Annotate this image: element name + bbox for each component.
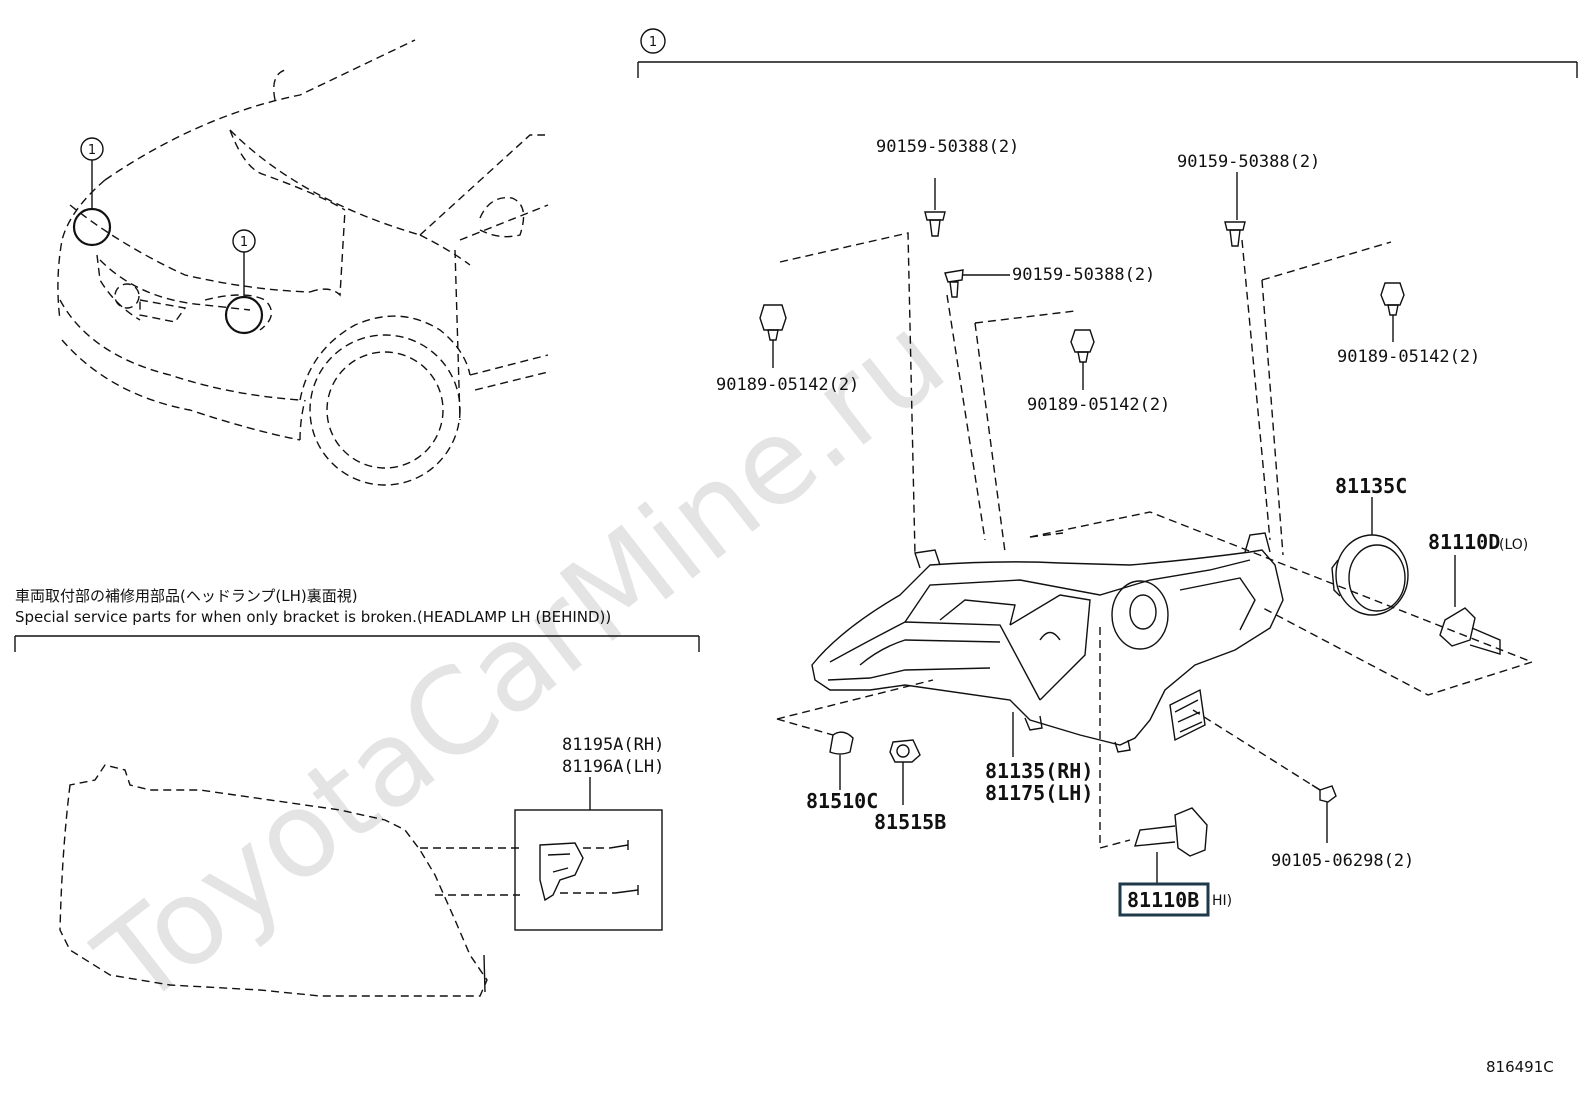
assembly-bracket: 1: [637, 28, 1578, 78]
part-label-cap[interactable]: 81135C: [1335, 474, 1407, 498]
part-label-lamp-lh[interactable]: 81175(LH): [985, 781, 1093, 805]
bulb-icon: [1134, 807, 1208, 884]
part-label-clip-right[interactable]: 90189-05142(2): [1337, 347, 1480, 367]
screw-icon: [1311, 784, 1337, 843]
vehicle-front-illustration: 1 1: [57, 39, 549, 486]
bracket-lh-label[interactable]: 81196A(LH): [562, 757, 664, 777]
part-label-screw-bottom[interactable]: 90105-06298(2): [1271, 851, 1414, 871]
callout-number: 1: [88, 143, 96, 158]
part-label-bulb-hi[interactable]: 81110B: [1127, 888, 1199, 912]
callout-number: 1: [240, 235, 248, 250]
clip-icon: [1070, 329, 1095, 390]
bulb-socket-icon: [889, 739, 921, 805]
part-label-clip-mid[interactable]: 90189-05142(2): [1027, 395, 1170, 415]
part-label-lamp-rh[interactable]: 81135(RH): [985, 759, 1093, 783]
headlamp-assembly: [759, 172, 1535, 884]
part-label-screw-left[interactable]: 90159-50388(2): [876, 137, 1019, 157]
clip-icon: [759, 304, 787, 368]
part-label-bulb-hi-suffix: HI): [1212, 893, 1232, 909]
callout-number: 1: [649, 35, 657, 50]
part-label-clip-left[interactable]: 90189-05142(2): [716, 375, 859, 395]
part-label-bulb-lo-suffix: (LO): [1499, 537, 1528, 553]
highlighted-part-box: [1118, 882, 1210, 917]
section-caption-en: Special service parts for when only brac…: [15, 608, 611, 626]
bulb-icon: [1439, 555, 1501, 655]
part-label-bulb-lo[interactable]: 81110D: [1428, 530, 1500, 554]
callout-circle: [80, 137, 104, 161]
part-label-screw-right[interactable]: 90159-50388(2): [1177, 152, 1320, 172]
bracket-detail-box: [514, 809, 663, 931]
part-labels: 90159-50388(2) 90159-50388(2) 90159-5038…: [716, 137, 1528, 917]
callout-circle: [232, 229, 256, 253]
special-service-section: 車両取付部の補修用部品(ヘッドランプ(LH)裏面視) Special servi…: [14, 587, 700, 997]
dust-cap-icon: [1331, 497, 1409, 616]
bulb-socket-icon: [829, 731, 854, 790]
clip-icon: [1380, 282, 1405, 342]
part-label-socket-a[interactable]: 81510C: [806, 789, 878, 813]
screw-icon: [944, 269, 1010, 298]
headlamp-location-marker-right: [224, 295, 264, 335]
screw-icon: [924, 178, 946, 237]
screw-icon: [1224, 172, 1246, 247]
part-label-socket-b[interactable]: 81515B: [874, 810, 946, 834]
headlamp-location-marker-left: [72, 207, 112, 247]
section-caption-jp: 車両取付部の補修用部品(ヘッドランプ(LH)裏面視): [15, 587, 358, 605]
bracket-rh-label[interactable]: 81195A(RH): [562, 735, 664, 755]
watermark: ToyotaCarMine.ru: [71, 289, 969, 1033]
part-label-screw-mid[interactable]: 90159-50388(2): [1012, 265, 1155, 285]
diagram-code: 816491C: [1486, 1058, 1554, 1076]
